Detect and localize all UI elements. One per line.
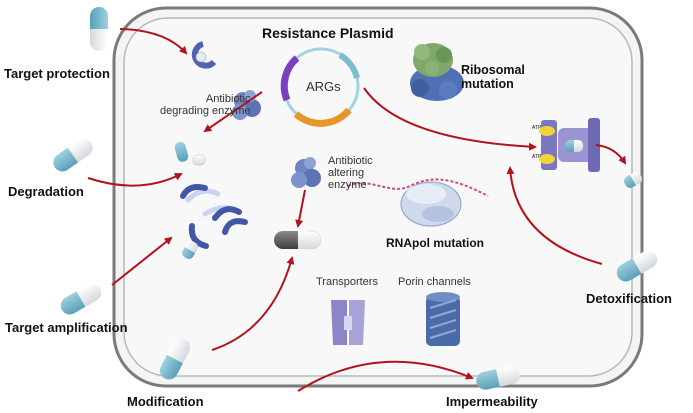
degrading-enzyme-label: Antibiotic degrading enzyme — [160, 93, 251, 117]
plasmid-segment-orange — [293, 107, 352, 127]
label-degradation: Degradation — [8, 184, 84, 199]
capsule-degradation — [49, 135, 97, 175]
arrow-degrading-enzyme — [203, 91, 263, 133]
broken-capsule-icon — [174, 141, 206, 166]
atp-label-bottom: ATP — [532, 154, 542, 160]
arrow-altering-enzyme — [295, 189, 306, 228]
plasmid-segment-purple — [280, 55, 300, 102]
arrow-modification — [211, 256, 295, 351]
efflux-pump-icon — [539, 118, 600, 172]
altering-enzyme-icon — [291, 157, 321, 188]
arrow-impermeability — [297, 360, 474, 392]
arrow-target-protection — [119, 28, 188, 55]
plasmid-segment-teal — [338, 52, 360, 79]
transporter-icon — [331, 300, 365, 345]
label-impermeability: Impermeability — [446, 394, 538, 409]
label-modification: Modification — [127, 394, 204, 409]
arrow-degradation — [87, 173, 183, 187]
porin-channels-label: Porin channels — [398, 276, 471, 288]
altering-enzyme-label: Antibiotic altering enzyme — [328, 155, 373, 191]
arrows — [87, 28, 627, 392]
porin-channel-icon — [426, 292, 460, 346]
rnapol-mutation-label: RNApol mutation — [386, 236, 484, 250]
target-amplification-icon — [180, 184, 248, 261]
ribosomal-mutation-label: Ribosomal mutation — [461, 63, 525, 91]
transporters-label: Transporters — [316, 276, 378, 288]
arrow-plasmid-to-pump — [363, 87, 537, 151]
label-target-amplification: Target amplification — [5, 320, 128, 335]
label-target-protection: Target protection — [4, 66, 110, 81]
arrow-expel — [595, 144, 627, 165]
args-label: ARGs — [306, 79, 341, 94]
rna-polymerase-icon — [347, 178, 489, 227]
resistance-plasmid — [280, 47, 360, 127]
arrow-detoxification — [506, 166, 603, 265]
ribosome-icon — [410, 43, 464, 101]
atp-label-top: ATP — [532, 125, 542, 131]
target-protection-icon — [191, 41, 217, 69]
plasmid-title: Resistance Plasmid — [262, 25, 394, 41]
arrow-target-amplification — [111, 236, 173, 286]
capsule-target-protection — [90, 7, 108, 51]
cell-inner-membrane — [123, 17, 633, 377]
label-detoxification: Detoxification — [586, 291, 672, 306]
capsule-target-amplification — [57, 280, 105, 318]
modified-capsule-icon — [274, 230, 322, 250]
